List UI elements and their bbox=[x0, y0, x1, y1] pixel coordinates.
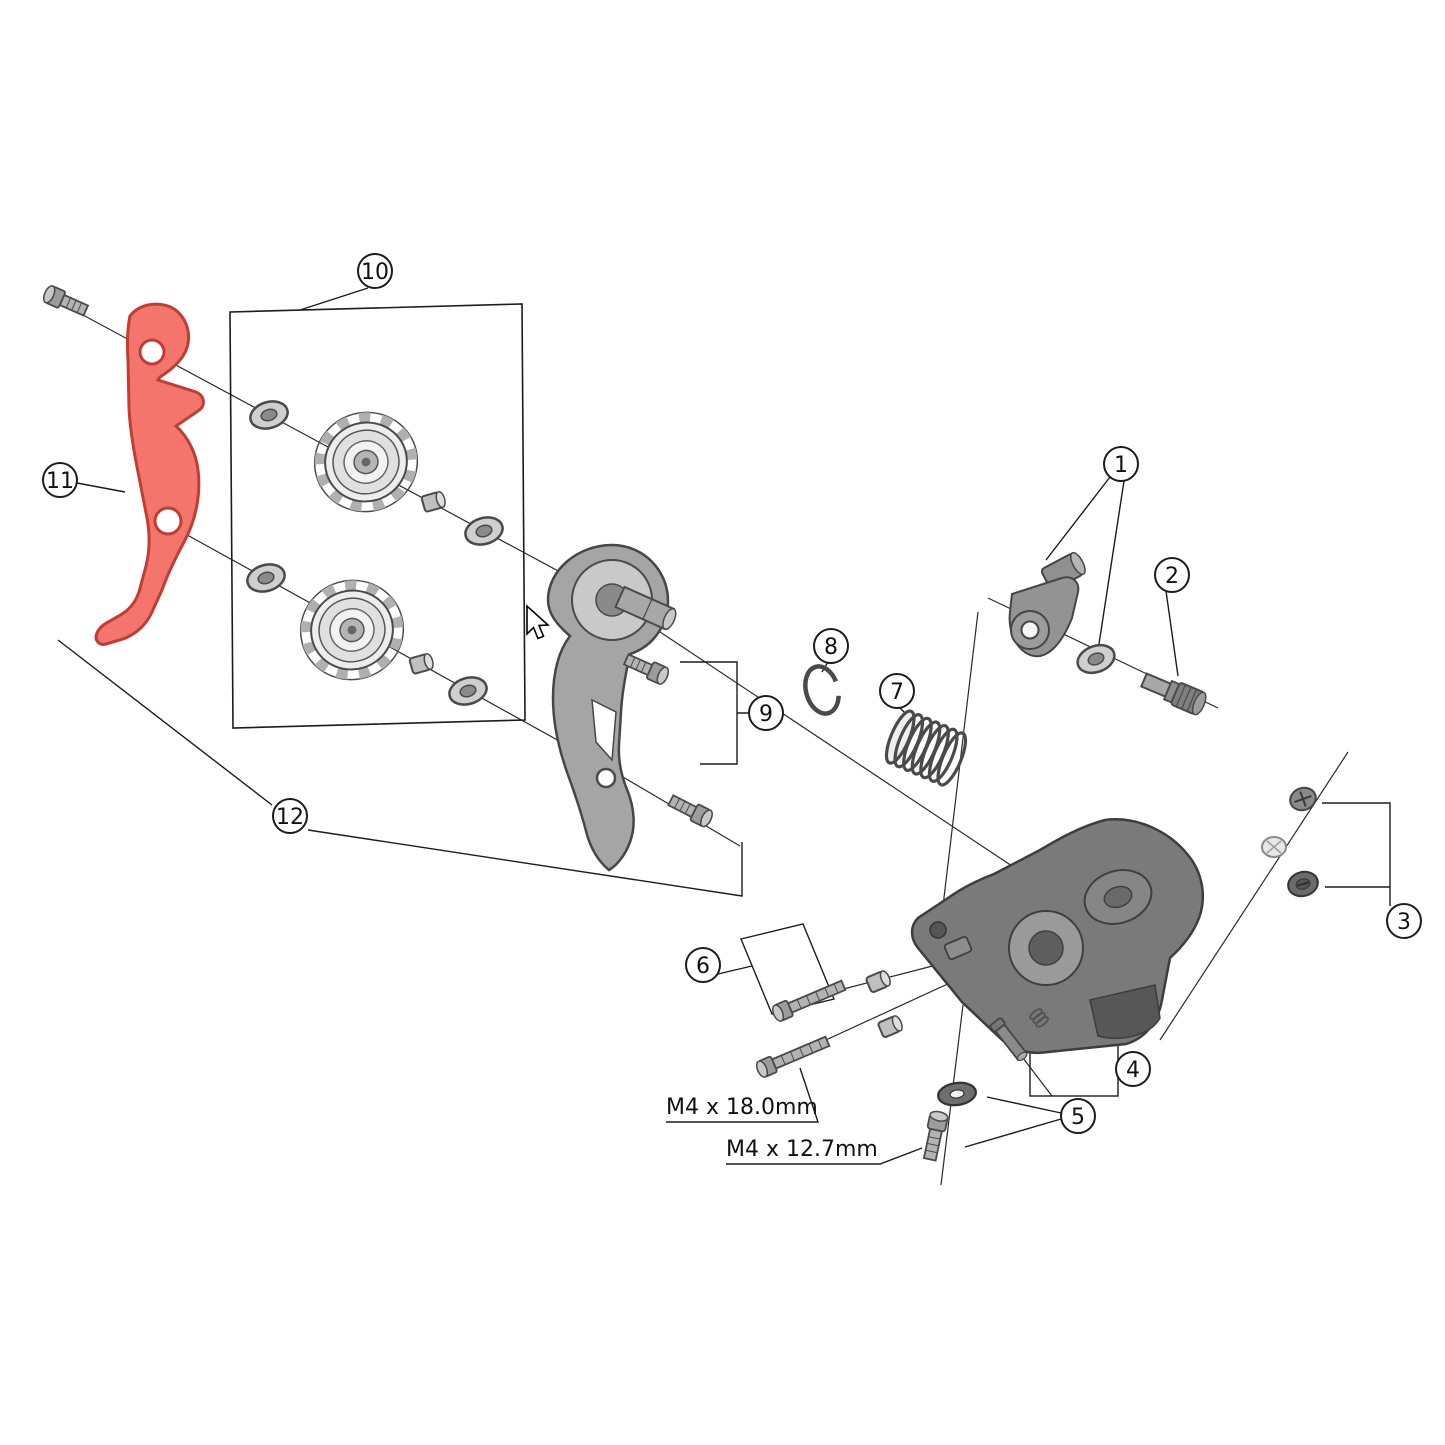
leader-m4-long bbox=[666, 1067, 819, 1123]
leader-3-bracket bbox=[1322, 802, 1391, 906]
adjuster-parts bbox=[1261, 786, 1319, 898]
callout-label: 4 bbox=[1126, 1058, 1140, 1083]
leader-5 bbox=[964, 1096, 1062, 1148]
callout-5: 5 bbox=[1060, 1098, 1096, 1134]
inner-plate-lower-hole bbox=[153, 506, 183, 536]
leader-1b bbox=[1098, 480, 1125, 645]
tension-pulley bbox=[299, 579, 405, 681]
leader-12 bbox=[57, 639, 743, 897]
pulley-bushing bbox=[408, 651, 436, 676]
inner-cage-plate-highlighted bbox=[94, 302, 205, 646]
callout-label: 6 bbox=[696, 954, 710, 979]
bolt-short-spec-label: M4 x 12.7mm bbox=[726, 1137, 878, 1162]
callout-3: 3 bbox=[1386, 903, 1422, 939]
leader-9-bracket bbox=[680, 661, 749, 765]
callout-label: 1 bbox=[1114, 453, 1128, 478]
leader-10 bbox=[299, 287, 369, 311]
mounting-nut bbox=[876, 1013, 906, 1039]
leader-1a bbox=[1045, 476, 1111, 561]
callout-label: 3 bbox=[1397, 910, 1411, 935]
bracket-axle-unit bbox=[1008, 551, 1086, 658]
body-lower-shell bbox=[1089, 984, 1161, 1039]
bracket-axle-bolt bbox=[1139, 672, 1207, 716]
callout-10: 10 bbox=[357, 253, 393, 289]
outer-plate-lower-hole bbox=[595, 767, 617, 789]
pulley-washer bbox=[460, 512, 508, 550]
body-upper-boss-center bbox=[1103, 885, 1133, 909]
derailleur-body bbox=[910, 818, 1205, 1055]
callout-4: 4 bbox=[1115, 1051, 1151, 1087]
stopper-pin-group bbox=[989, 1008, 1049, 1062]
adjuster-axis-line bbox=[1159, 751, 1349, 1041]
bolt-long-spec-label: M4 x 18.0mm bbox=[666, 1095, 818, 1120]
callout-label: 12 bbox=[276, 805, 304, 830]
guide-pulley bbox=[313, 411, 419, 513]
pin-spring bbox=[1029, 1008, 1049, 1028]
callout-2: 2 bbox=[1154, 557, 1190, 593]
leader-6-box bbox=[740, 923, 835, 1015]
callout-11: 11 bbox=[42, 462, 78, 498]
callout-label: 7 bbox=[890, 680, 904, 705]
snap-ring bbox=[803, 664, 841, 716]
adjust-cap-nut bbox=[1287, 870, 1319, 898]
callout-7: 7 bbox=[879, 673, 915, 709]
pulley-washer bbox=[245, 396, 293, 434]
tension-spring bbox=[884, 709, 968, 787]
stopper-washer bbox=[937, 1081, 977, 1107]
callout-label: 10 bbox=[361, 260, 389, 285]
body-bolt-boss bbox=[943, 935, 973, 961]
inner-plate-upper-hole bbox=[138, 338, 166, 366]
callout-6: 6 bbox=[685, 947, 721, 983]
leader-m4-short bbox=[726, 1147, 923, 1165]
callout-12: 12 bbox=[272, 798, 308, 834]
axis-lines bbox=[69, 307, 1349, 1186]
mounting-nut bbox=[864, 968, 894, 994]
adjust-screw bbox=[1289, 786, 1317, 812]
leader-11 bbox=[76, 482, 126, 493]
upper-pulley-axis-line bbox=[69, 307, 1016, 869]
leader-2 bbox=[1165, 590, 1179, 677]
plate-bolt-lower bbox=[665, 791, 716, 830]
callout-8: 8 bbox=[813, 628, 849, 664]
outer-cage-plate bbox=[546, 543, 677, 872]
plate-bolt-upper bbox=[621, 650, 672, 687]
body-pivot-bore bbox=[1028, 930, 1064, 966]
inner-cage-plate-body bbox=[94, 302, 205, 646]
callout-1: 1 bbox=[1103, 446, 1139, 482]
callouts: 1 2 3 4 5 6 7 8 bbox=[42, 253, 1422, 1134]
callout-label: 9 bbox=[759, 702, 773, 727]
adjust-plate bbox=[1261, 836, 1287, 858]
body-front-hole bbox=[929, 921, 947, 939]
callout-label: 2 bbox=[1165, 564, 1179, 589]
pulley-washer bbox=[444, 672, 492, 710]
callout-9: 9 bbox=[748, 695, 784, 731]
bracket-body-line bbox=[937, 611, 979, 949]
stopper-bolt bbox=[922, 1110, 949, 1162]
stopper-pin bbox=[989, 1017, 1028, 1062]
callout-label: 8 bbox=[824, 635, 838, 660]
pulley-washer bbox=[242, 559, 290, 597]
leader-6 bbox=[717, 965, 753, 975]
mounting-bolt-long bbox=[769, 976, 848, 1024]
pulley-axle-stub bbox=[614, 585, 677, 631]
callout-label: 11 bbox=[46, 469, 74, 494]
pulley-unit-box bbox=[229, 303, 526, 729]
cursor-pointer-icon bbox=[526, 604, 550, 640]
bracket-washer bbox=[1072, 639, 1120, 679]
cage-plate-bolt bbox=[40, 283, 91, 320]
callout-label: 5 bbox=[1071, 1105, 1085, 1130]
mounting-bolt-long bbox=[753, 1032, 832, 1080]
bracket-hole bbox=[1020, 620, 1040, 640]
outer-plate-cutout bbox=[591, 698, 617, 762]
